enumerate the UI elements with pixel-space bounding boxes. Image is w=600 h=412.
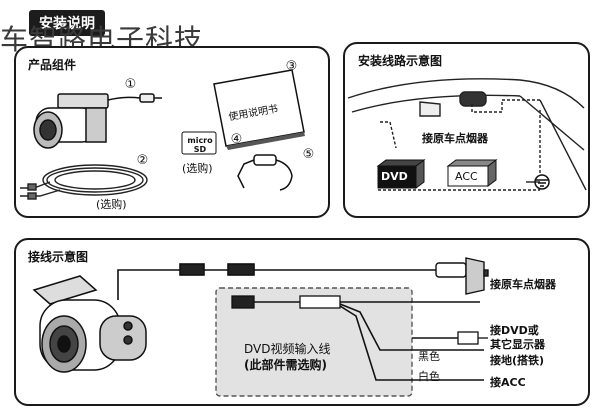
- wiring-title: 接线示意图: [28, 250, 89, 264]
- black-wire-label: 黑色: [418, 350, 440, 363]
- wiring-cigarette-label: 接原车点烟器: [490, 278, 556, 291]
- item-number-4: ④: [230, 132, 243, 147]
- dvd-connector-icon: [231, 295, 488, 345]
- manual-icon: [213, 69, 305, 150]
- dashcam-icon: [32, 275, 147, 373]
- dvd-box-label: DVD: [381, 170, 408, 183]
- page-title: 安装说明: [29, 10, 105, 36]
- item-number-1: ①: [124, 77, 137, 92]
- sd-card-icon: [181, 131, 217, 155]
- connect-display-label: 其它显示器: [490, 338, 545, 351]
- install-diagram-panel: [343, 42, 590, 218]
- plug-icon: [237, 154, 293, 191]
- dvd-input-note: (此部件需选购): [244, 358, 327, 372]
- install-diagram-title: 安装线路示意图: [358, 54, 443, 68]
- cigarette-plug-icon: [435, 257, 489, 295]
- ground-label: 接地(搭铁): [490, 354, 545, 367]
- acc-label: 接ACC: [490, 376, 526, 389]
- connect-dvd-label: 接DVD或: [490, 324, 539, 337]
- ground-icon: [534, 174, 550, 190]
- item-number-2: ②: [136, 153, 149, 168]
- acc-box-label: ACC: [455, 170, 478, 183]
- sd-brand: micro SD: [187, 136, 213, 154]
- cable-note: (选购): [96, 198, 127, 211]
- sd-note: (选购): [182, 162, 213, 175]
- dvd-input-label: DVD视频输入线: [244, 342, 331, 356]
- item-number-3: ③: [285, 59, 298, 74]
- cable-icon: [20, 164, 148, 200]
- install-cigarette-label: 接原车点烟器: [422, 132, 488, 145]
- white-wire-label: 白色: [418, 370, 440, 383]
- item-number-5: ⑤: [302, 147, 315, 162]
- camera-icon: [33, 93, 162, 149]
- components-title: 产品组件: [28, 58, 77, 72]
